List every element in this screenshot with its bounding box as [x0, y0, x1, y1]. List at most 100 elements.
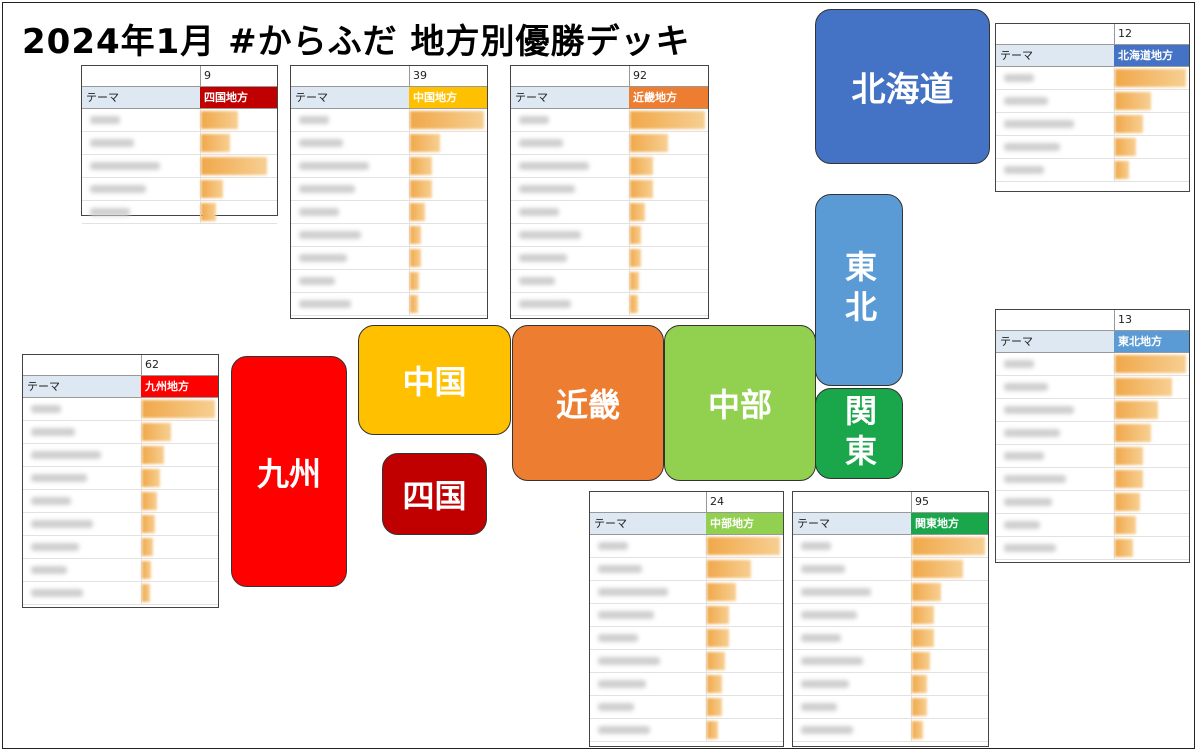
table-row	[793, 719, 988, 742]
table-row	[82, 132, 277, 155]
table-row	[793, 650, 988, 673]
column-divider	[141, 559, 142, 581]
blurred-theme-name	[598, 565, 642, 573]
table-row	[291, 155, 487, 178]
blurred-theme-name	[1004, 383, 1048, 391]
region-kyushu[interactable]: 九州	[231, 356, 347, 587]
deck-count: 92	[633, 69, 647, 82]
table-count-row: 12	[996, 24, 1189, 45]
column-divider	[1114, 399, 1115, 421]
region-chugoku[interactable]: 中国	[358, 325, 511, 435]
table-row	[793, 604, 988, 627]
blurred-theme-name	[801, 657, 863, 665]
blurred-theme-name	[1004, 74, 1034, 82]
table-row	[291, 201, 487, 224]
usage-bar	[707, 629, 729, 647]
blurred-theme-name	[1004, 406, 1074, 414]
blurred-theme-name	[598, 726, 650, 734]
table-count-row: 13	[996, 310, 1189, 331]
blurred-theme-name	[90, 162, 160, 170]
column-divider	[911, 492, 912, 512]
usage-bar	[630, 180, 653, 198]
blurred-theme-name	[31, 543, 79, 551]
theme-column-header: テーマ	[511, 87, 629, 108]
usage-bar	[142, 423, 171, 441]
deck-count: 39	[413, 69, 427, 82]
column-divider	[141, 398, 142, 420]
theme-column-header: テーマ	[590, 513, 706, 534]
usage-bar	[410, 203, 425, 221]
table-row	[996, 376, 1189, 399]
blurred-theme-name	[299, 162, 369, 170]
column-divider	[706, 492, 707, 512]
column-divider	[200, 66, 201, 86]
region-tohoku[interactable]: 東北	[815, 194, 903, 386]
column-divider	[911, 650, 912, 672]
column-divider	[911, 558, 912, 580]
column-divider	[141, 582, 142, 604]
blurred-theme-name	[598, 611, 654, 619]
blurred-theme-name	[1004, 521, 1040, 529]
column-divider	[706, 696, 707, 718]
blurred-theme-name	[31, 589, 83, 597]
usage-bar	[410, 226, 421, 244]
theme-column-header: テーマ	[291, 87, 409, 108]
blurred-theme-name	[299, 208, 339, 216]
table-row	[511, 178, 708, 201]
usage-bar	[707, 698, 722, 716]
blurred-theme-name	[299, 300, 351, 308]
table-header-row: テーマ東北地方	[996, 331, 1189, 353]
region-kinki[interactable]: 近畿	[512, 325, 664, 481]
column-divider	[911, 535, 912, 557]
blurred-theme-name	[1004, 166, 1044, 174]
table-row	[590, 581, 783, 604]
table-body	[82, 109, 277, 224]
usage-bar	[707, 537, 780, 555]
usage-bar	[1115, 69, 1186, 87]
column-divider	[200, 178, 201, 200]
table-header-row: テーマ北海道地方	[996, 45, 1189, 67]
region-kanto[interactable]: 関東	[815, 388, 903, 479]
deck-count: 13	[1118, 313, 1132, 326]
table-row	[291, 109, 487, 132]
usage-bar	[1115, 424, 1151, 442]
region-shikoku[interactable]: 四国	[382, 453, 487, 535]
usage-bar	[1115, 447, 1143, 465]
column-divider	[706, 535, 707, 557]
blurred-theme-name	[31, 520, 93, 528]
usage-bar	[1115, 493, 1140, 511]
region-chubu[interactable]: 中部	[664, 325, 816, 481]
column-divider	[1114, 159, 1115, 181]
usage-bar	[707, 675, 722, 693]
blurred-theme-name	[598, 680, 646, 688]
column-divider	[409, 66, 410, 86]
table-header-row: テーマ中部地方	[590, 513, 783, 535]
blurred-theme-name	[299, 231, 361, 239]
column-divider	[706, 719, 707, 741]
theme-column-header: テーマ	[23, 376, 141, 397]
blurred-theme-name	[519, 300, 571, 308]
blurred-theme-name	[90, 139, 134, 147]
column-divider	[911, 627, 912, 649]
table-row	[23, 421, 218, 444]
usage-bar	[630, 111, 705, 129]
column-divider	[1114, 537, 1115, 559]
table-row	[511, 270, 708, 293]
table-row	[291, 132, 487, 155]
table-tohoku: 13 テーマ東北地方	[995, 309, 1190, 563]
usage-bar	[1115, 161, 1129, 179]
usage-bar	[142, 538, 153, 556]
region-column-header: 東北地方	[1114, 331, 1189, 352]
region-column-header: 関東地方	[911, 513, 988, 534]
usage-bar	[1115, 378, 1172, 396]
table-row	[793, 558, 988, 581]
blurred-theme-name	[519, 277, 555, 285]
theme-column-header: テーマ	[996, 331, 1114, 352]
column-divider	[629, 109, 630, 131]
table-row	[82, 178, 277, 201]
region-hokkaido[interactable]: 北海道	[815, 9, 990, 164]
usage-bar	[410, 111, 484, 129]
